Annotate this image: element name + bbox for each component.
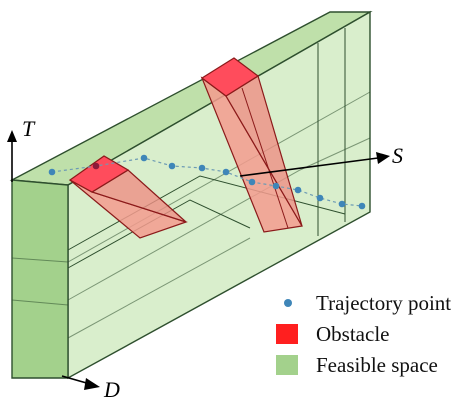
trajectory-point	[358, 202, 366, 210]
trajectory-point	[248, 178, 256, 186]
legend-feasible-label: Feasible space	[316, 353, 438, 377]
obstacle-2-edge	[241, 87, 289, 229]
s-axis-label: S	[392, 143, 403, 168]
obstacle-1-top	[68, 155, 130, 193]
grid-line	[67, 175, 346, 251]
legend-trajectory-label: Trajectory point	[316, 291, 451, 315]
feasible-space-box	[9, 10, 373, 380]
d-axis-arrowhead	[84, 378, 100, 390]
feasible-front-face	[11, 179, 69, 379]
grid-line	[67, 199, 251, 269]
s-axis-arrowhead	[376, 152, 390, 164]
trajectory-point	[140, 154, 148, 162]
trajectory-point	[272, 182, 280, 190]
trajectory-point	[48, 168, 56, 176]
obstacle-2	[200, 57, 303, 233]
legend: Trajectory point Obstacle Feasible space	[276, 291, 451, 377]
trajectory-point	[294, 186, 302, 194]
legend-obstacle-swatch	[276, 324, 298, 344]
trajectory-point	[168, 162, 176, 170]
trajectory-point	[222, 168, 230, 176]
d-axis-label: D	[103, 377, 120, 402]
trajectory-point	[92, 162, 100, 170]
trajectory-point	[316, 194, 324, 202]
grid-line	[67, 137, 371, 301]
trajectory-point	[198, 164, 206, 172]
legend-obstacle-label: Obstacle	[316, 322, 389, 346]
grid-line	[11, 299, 69, 306]
trajectory	[48, 154, 366, 210]
obstacle-2-top	[200, 57, 260, 97]
obstacle-1	[68, 155, 188, 239]
legend-feasible-swatch	[276, 355, 298, 375]
s-axis	[239, 157, 379, 177]
t-axis-arrowhead	[7, 130, 17, 142]
grid-line	[67, 237, 251, 339]
trajectory-point	[338, 200, 346, 208]
legend-trajectory-marker	[284, 299, 292, 307]
trajectory-line	[51, 157, 363, 207]
axes: T S D	[7, 116, 403, 402]
t-axis-label: T	[22, 116, 36, 141]
